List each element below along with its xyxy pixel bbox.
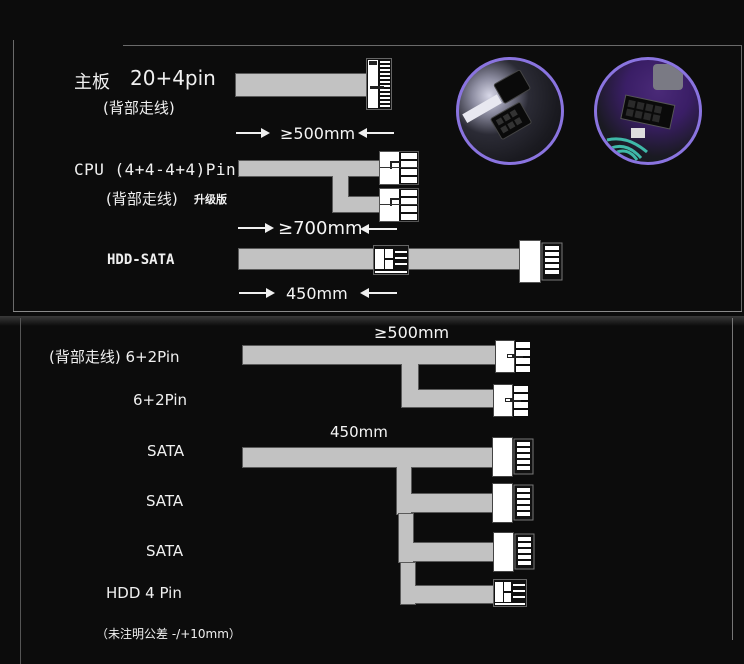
sata-connector-3-icon (493, 532, 535, 572)
bottom-panel-border-left (20, 318, 21, 664)
motherboard-length-arrow-right (236, 128, 270, 138)
sata-cable-drop-2 (398, 513, 414, 563)
pcie-connector-2-label: 6+2Pin (133, 391, 188, 409)
sata-cable-main (242, 447, 494, 468)
sata-cable-drop-3 (400, 562, 416, 605)
molex-4pin-connector-icon (493, 579, 527, 607)
motherboard-length-label: ≥500mm (280, 124, 356, 143)
cpu-label: CPU (4+4-4+4)Pin (74, 160, 237, 179)
top-panel-border-top (123, 45, 741, 46)
cpu-length-label: ≥700mm (278, 218, 363, 239)
cpu-8pin-connector-2-icon (379, 188, 419, 222)
sata-connector-3-label: SATA (146, 542, 184, 560)
hdd-sata-length-arrow-right (239, 288, 275, 298)
atx-24pin-connector-icon (366, 58, 392, 110)
cpu-length-arrow-right (238, 223, 274, 233)
cpu-routing-label: (背部走线) (106, 190, 178, 208)
sata-connector-2-icon (492, 483, 534, 523)
sata-connector-1-label: SATA (147, 442, 185, 460)
motherboard-length-arrow-left (358, 128, 394, 138)
top-panel-border-right (741, 45, 742, 312)
hdd-sata-length-label: 450mm (286, 284, 348, 303)
pcie-8pin-connector-icon (495, 340, 530, 373)
cpu-cable-branch-vertical (332, 176, 349, 213)
motherboard-routing-label: (背部走线) (103, 99, 175, 117)
hdd-4pin-connector-label: HDD 4 Pin (106, 584, 182, 602)
sata-cable-branch-2 (413, 542, 495, 562)
cpu-edition-label: 升级版 (194, 193, 227, 206)
cpu-8pin-connector-icon (379, 151, 419, 185)
pcie-cable-branch-vertical (401, 364, 419, 408)
hdd-sata-length-arrow-left (360, 288, 397, 298)
top-panel-border-bottom (13, 311, 742, 312)
pcie-length-label: ≥500mm (374, 323, 450, 342)
cpu-connector-photo (594, 57, 702, 165)
sata-cable-branch-3 (415, 585, 495, 604)
pcie-connector-1-label: (背部走线) 6+2Pin (49, 348, 180, 366)
sata-chain-length-label: 450mm (330, 423, 388, 441)
hdd-sata-label: HDD-SATA (107, 252, 175, 268)
sata-cable-drop-1 (396, 467, 412, 515)
sata-cable-branch-1 (411, 493, 495, 513)
sata-connector-2-label: SATA (146, 492, 184, 510)
motherboard-label: 主板 (74, 72, 110, 93)
pcie-cable-branch-horizontal (418, 389, 497, 408)
bottom-panel-border-right (732, 318, 733, 640)
motherboard-connector-photo (456, 57, 564, 165)
top-panel-border-left (13, 40, 14, 312)
eight-pin-socket-icon (462, 69, 532, 140)
cpu-length-arrow-left (360, 224, 397, 234)
sata-end-connector-icon (519, 240, 563, 283)
cpu-cable-branch-horizontal (348, 196, 382, 213)
cpu-cable-main (238, 160, 382, 177)
motherboard-pin-label: 20+4pin (130, 66, 216, 90)
motherboard-cable (235, 73, 368, 97)
pcie-8pin-connector-2-icon (493, 384, 528, 417)
bottom-panel-header-gradient (0, 316, 744, 326)
pcie-cable-main (242, 345, 497, 365)
sata-connector-1-icon (492, 437, 534, 477)
tolerance-note: （未注明公差 -/+10mm） (96, 627, 241, 641)
cpu-socket-icon (606, 64, 683, 161)
molex-inline-connector-icon (373, 245, 409, 275)
